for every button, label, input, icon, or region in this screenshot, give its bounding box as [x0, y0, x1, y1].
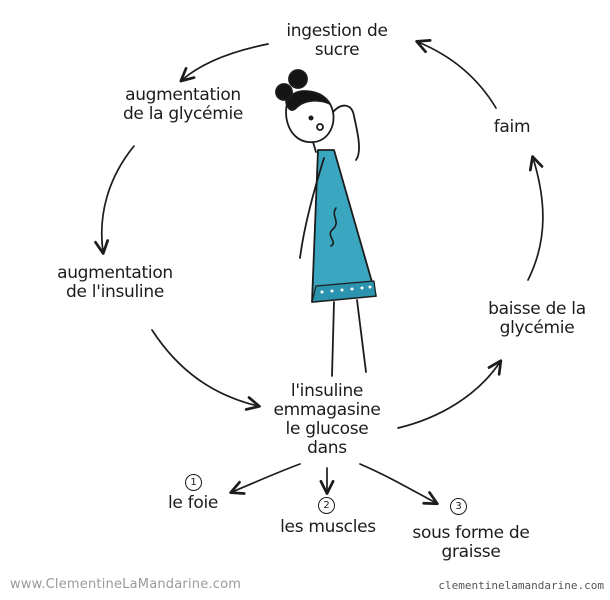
arrow-ingestion-to-glycemie — [182, 44, 268, 80]
node-baisse: baisse de la glycémie — [488, 299, 586, 338]
node-glycemie-up: augmentation de la glycémie — [122, 85, 244, 124]
node-faim: faim — [493, 117, 531, 137]
destination-number-3: 3 — [450, 498, 467, 515]
arrow-insuline-to-stockage — [152, 330, 258, 406]
node-stockage: l'insuline emmagasine le glucose dans — [273, 381, 381, 458]
destination-muscles: les muscles — [280, 517, 376, 537]
destination-foie: le foie — [167, 493, 219, 513]
arrow-faim-to-ingestion — [418, 42, 496, 108]
node-ingestion: ingestion de sucre — [286, 21, 388, 60]
arrow-stockage-to-baisse — [398, 362, 500, 428]
destination-number-1: 1 — [185, 474, 202, 491]
watermark-left: www.ClementineLaMandarine.com — [10, 577, 242, 592]
arrow-to-foie — [232, 464, 300, 492]
destination-graisse: sous forme de graisse — [412, 523, 530, 562]
arrow-to-graisse — [360, 464, 436, 503]
watermark-right: clementinelamandarine.com — [438, 579, 604, 592]
arrow-glycemie-to-insuline — [102, 146, 134, 252]
node-insuline-up: augmentation de l'insuline — [57, 263, 173, 302]
arrow-baisse-to-faim — [528, 158, 543, 280]
destination-number-2: 2 — [318, 497, 335, 514]
